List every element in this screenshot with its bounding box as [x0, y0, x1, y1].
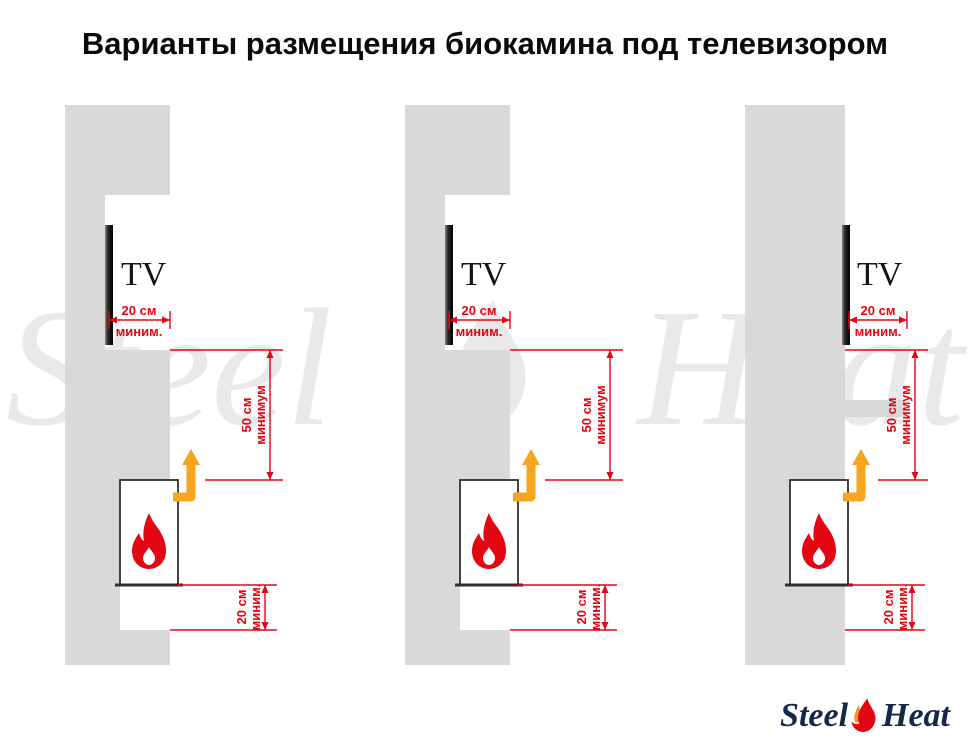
shelf	[845, 400, 905, 417]
tv-screen	[105, 225, 113, 345]
dimension-tv-depth: 20 см миним.	[848, 303, 908, 339]
panel-variant-3: TV 20 см миним. 50 см минимум	[745, 105, 928, 665]
dimension-tv-depth: 20 см миним.	[448, 303, 511, 339]
dim-tv-qualifier: миним.	[116, 324, 163, 339]
dimension-tv-to-fireplace: 50 см минимум	[510, 349, 623, 481]
dim-floor-qualifier: миним.	[895, 584, 910, 631]
tv-label: TV	[121, 256, 167, 293]
dimension-fireplace-to-floor: 20 см миним.	[845, 584, 925, 631]
tv-screen	[842, 225, 850, 345]
dim-floor-value: 20 см	[234, 590, 249, 625]
dim-tv-qualifier: миним.	[855, 324, 902, 339]
dim-tv-value: 20 см	[462, 303, 497, 318]
dim-floor-value: 20 см	[574, 590, 589, 625]
tv-label: TV	[461, 256, 507, 293]
wall-cross-section	[745, 105, 845, 665]
logo-flame-icon	[851, 698, 876, 732]
flame-icon	[472, 513, 506, 569]
wall-cross-section	[65, 105, 170, 665]
panel-variant-2: TV 20 см миним. 50 см минимум	[405, 105, 623, 665]
logo-steel-text: Steel	[780, 697, 849, 734]
dim-floor-qualifier: миним.	[588, 584, 603, 631]
dim-gap-qualifier: минимум	[593, 385, 608, 445]
dim-gap-qualifier: минимум	[253, 385, 268, 445]
dimension-tv-to-fireplace: 50 см минимум	[845, 349, 928, 481]
airflow-arrow-icon	[513, 449, 540, 502]
dim-gap-value: 50 см	[579, 398, 594, 433]
dim-floor-value: 20 см	[881, 590, 896, 625]
logo-heat-text: Heat	[882, 697, 950, 734]
flame-icon	[132, 513, 166, 569]
panel-variant-1: TV 20 см миним. 50 см минимум	[65, 105, 283, 665]
flame-icon	[802, 513, 836, 569]
dim-tv-value: 20 см	[861, 303, 896, 318]
page-title: Варианты размещения биокамина под телеви…	[81, 26, 889, 61]
dimension-tv-to-fireplace: 50 см минимум	[170, 349, 283, 481]
dimension-fireplace-to-floor: 20 см миним.	[170, 584, 277, 631]
dim-tv-value: 20 см	[122, 303, 157, 318]
dimension-tv-depth: 20 см миним.	[108, 303, 171, 339]
brand-logo: Steel Heat	[780, 695, 950, 737]
tv-label: TV	[857, 256, 903, 293]
dim-gap-qualifier: минимум	[898, 385, 913, 445]
dim-gap-value: 50 см	[239, 398, 254, 433]
airflow-arrow-icon	[843, 449, 870, 502]
tv-screen	[445, 225, 453, 345]
dimension-fireplace-to-floor: 20 см миним.	[510, 584, 617, 631]
dim-gap-value: 50 см	[884, 398, 899, 433]
dim-floor-qualifier: миним.	[248, 584, 263, 631]
dim-tv-qualifier: миним.	[456, 324, 503, 339]
airflow-arrow-icon	[173, 449, 200, 502]
